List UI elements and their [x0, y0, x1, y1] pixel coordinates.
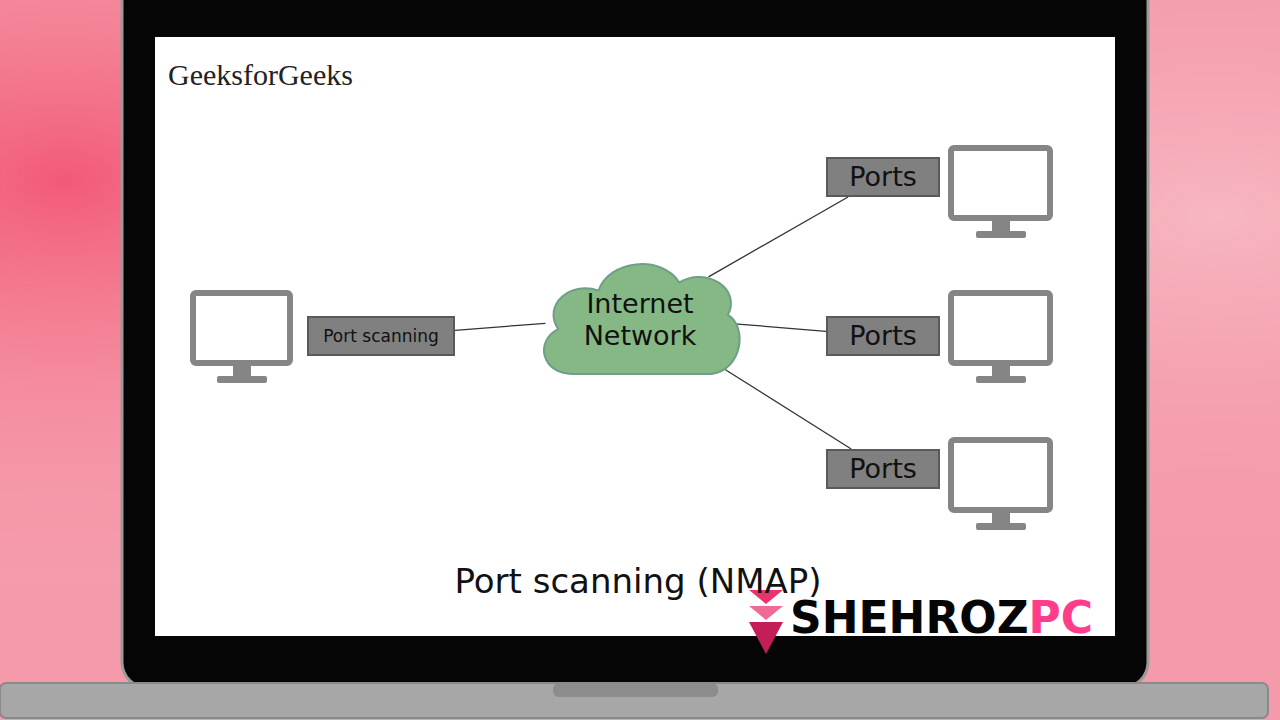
monitor-icon	[193, 293, 290, 383]
network-link	[734, 324, 826, 332]
watermark-text: SHEHROZ	[790, 594, 1029, 642]
network-link	[455, 323, 545, 330]
laptop-base	[0, 683, 1268, 718]
ports-box: Ports	[826, 316, 940, 356]
ports-box: Ports	[826, 449, 940, 489]
network-cloud: Internet Network	[534, 254, 746, 379]
brand-label: GeeksforGeeks	[168, 58, 353, 91]
caption: Port scanning (NMAP)	[455, 561, 822, 601]
watermark-text: PC	[1029, 594, 1094, 642]
ports-box: Ports	[826, 157, 940, 197]
cloud-shape	[544, 264, 740, 374]
monitor-icons	[193, 148, 1050, 530]
laptop-notch	[553, 683, 718, 697]
box-label: Ports	[849, 453, 917, 485]
network-link	[705, 357, 851, 449]
laptop-screen	[155, 37, 1115, 636]
monitor-icon	[951, 148, 1050, 238]
scanner-box: Port scanning	[307, 316, 455, 356]
box-label: Ports	[849, 161, 917, 193]
monitor-icon	[951, 440, 1050, 530]
monitor-icon	[951, 293, 1050, 383]
box-label: Port scanning	[323, 326, 439, 346]
network-link	[708, 197, 848, 277]
box-label: Ports	[849, 320, 917, 352]
cloud-label: Internet Network	[565, 288, 715, 353]
laptop-bezel	[122, 0, 1148, 688]
